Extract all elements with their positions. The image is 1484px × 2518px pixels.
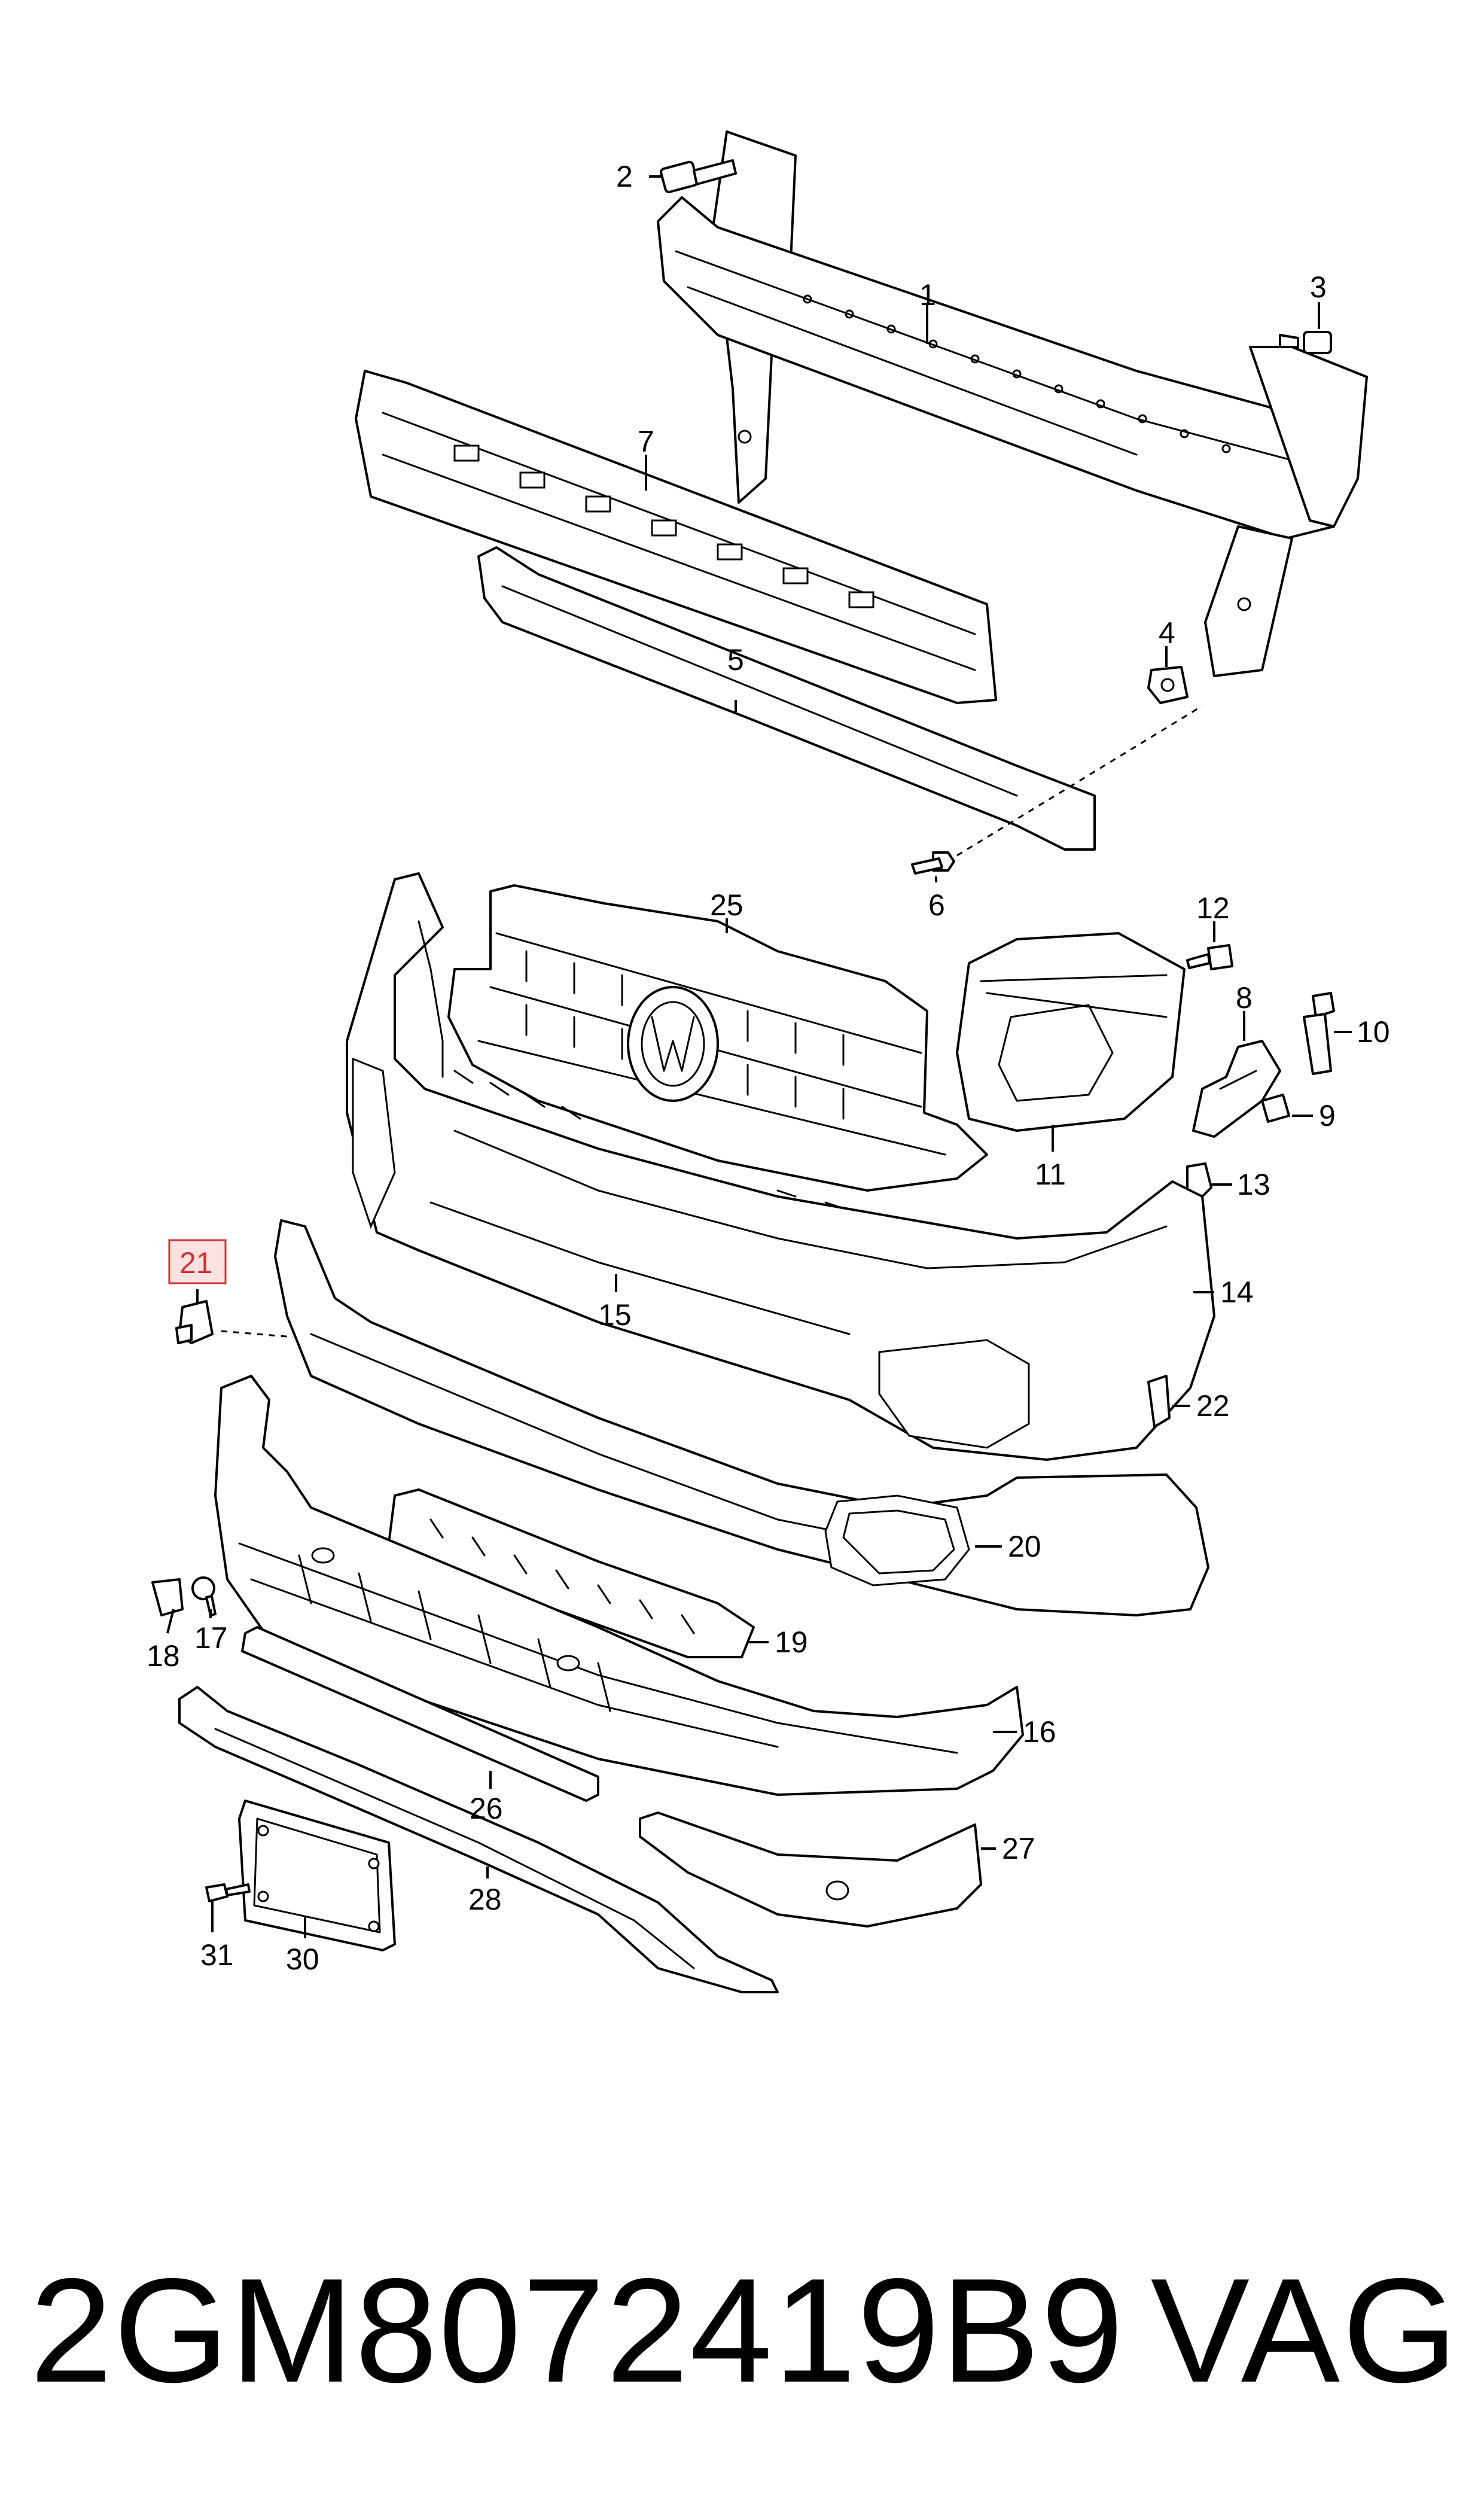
callout-2: 2	[616, 160, 633, 193]
spoiler-lip-part-28	[178, 1686, 779, 1993]
trim-panel-part-20	[274, 1219, 1209, 1616]
callout-labels: 2 1 3 7 4 5 6 25 12 8 10 9 11 13 14 15 2…	[147, 160, 1390, 1976]
part-number-text: 2GM8072419B9	[30, 2247, 1125, 2413]
callout-25: 25	[710, 888, 743, 922]
callout-20: 20	[1008, 1530, 1041, 1563]
screw-part-17	[191, 1576, 217, 1616]
callout-4: 4	[1159, 616, 1175, 650]
radiator-grille-part-25	[447, 884, 988, 1192]
plate-bracket-part-30	[238, 1800, 396, 1951]
guide-bracket-part-8	[1192, 1040, 1281, 1138]
clip-part-4	[1147, 666, 1189, 704]
dashed-guide-6	[956, 705, 1203, 857]
stud-part-10	[1303, 992, 1335, 1075]
callout-14: 14	[1220, 1275, 1254, 1309]
callout-5: 5	[727, 643, 744, 677]
callout-21: 21	[179, 1246, 213, 1280]
bumper-carrier-part-1	[657, 130, 1368, 677]
callout-11: 11	[1035, 1158, 1066, 1191]
lower-strip-part-5	[477, 546, 1096, 851]
callout-12: 12	[1196, 891, 1230, 925]
impact-beam-part-7	[355, 370, 997, 704]
clip-part-18	[151, 1578, 184, 1616]
side-trim-part-27	[639, 1811, 982, 1928]
callout-28: 28	[468, 1883, 502, 1916]
bolt-part-3	[1279, 331, 1332, 354]
callout-9: 9	[1319, 1099, 1336, 1132]
callout-6: 6	[928, 888, 945, 922]
bolt-part-2	[660, 159, 737, 193]
callout-15: 15	[598, 1298, 632, 1332]
part-number-footer: 2GM8072419B9 VAG	[0, 2240, 1484, 2420]
trim-strip-part-26	[241, 1626, 599, 1802]
callout-31: 31	[200, 1938, 234, 1972]
callout-21-highlight-box	[168, 1239, 227, 1284]
nut-part-9	[1261, 1094, 1290, 1123]
bumper-cover-part-15	[346, 872, 1215, 1461]
fog-bracket-part-11	[956, 932, 1186, 1132]
screw-part-12	[1186, 944, 1233, 970]
push-clip-part-6	[911, 851, 955, 875]
brand-text: VAG	[1150, 2247, 1460, 2413]
callout-13: 13	[1237, 1168, 1270, 1201]
callout-1: 1	[919, 278, 936, 312]
callout-30: 30	[286, 1942, 319, 1976]
leader-lines	[166, 175, 1352, 1938]
callout-18: 18	[147, 1639, 180, 1673]
clip-part-13	[1186, 1162, 1212, 1201]
callout-26: 26	[470, 1792, 503, 1825]
callout-22: 22	[1196, 1389, 1230, 1423]
callout-27: 27	[1002, 1832, 1035, 1865]
callout-3: 3	[1310, 270, 1327, 304]
callout-10: 10	[1357, 1015, 1390, 1049]
screw-part-31	[205, 1883, 251, 1902]
callout-8: 8	[1236, 981, 1253, 1015]
clip-part-22	[1147, 1375, 1171, 1428]
clip-part-21	[175, 1300, 214, 1344]
callout-16: 16	[1023, 1715, 1056, 1749]
dashed-guide-21	[221, 1330, 294, 1338]
callout-7: 7	[638, 425, 654, 458]
callout-17: 17	[194, 1621, 228, 1655]
callout-19: 19	[775, 1625, 808, 1659]
